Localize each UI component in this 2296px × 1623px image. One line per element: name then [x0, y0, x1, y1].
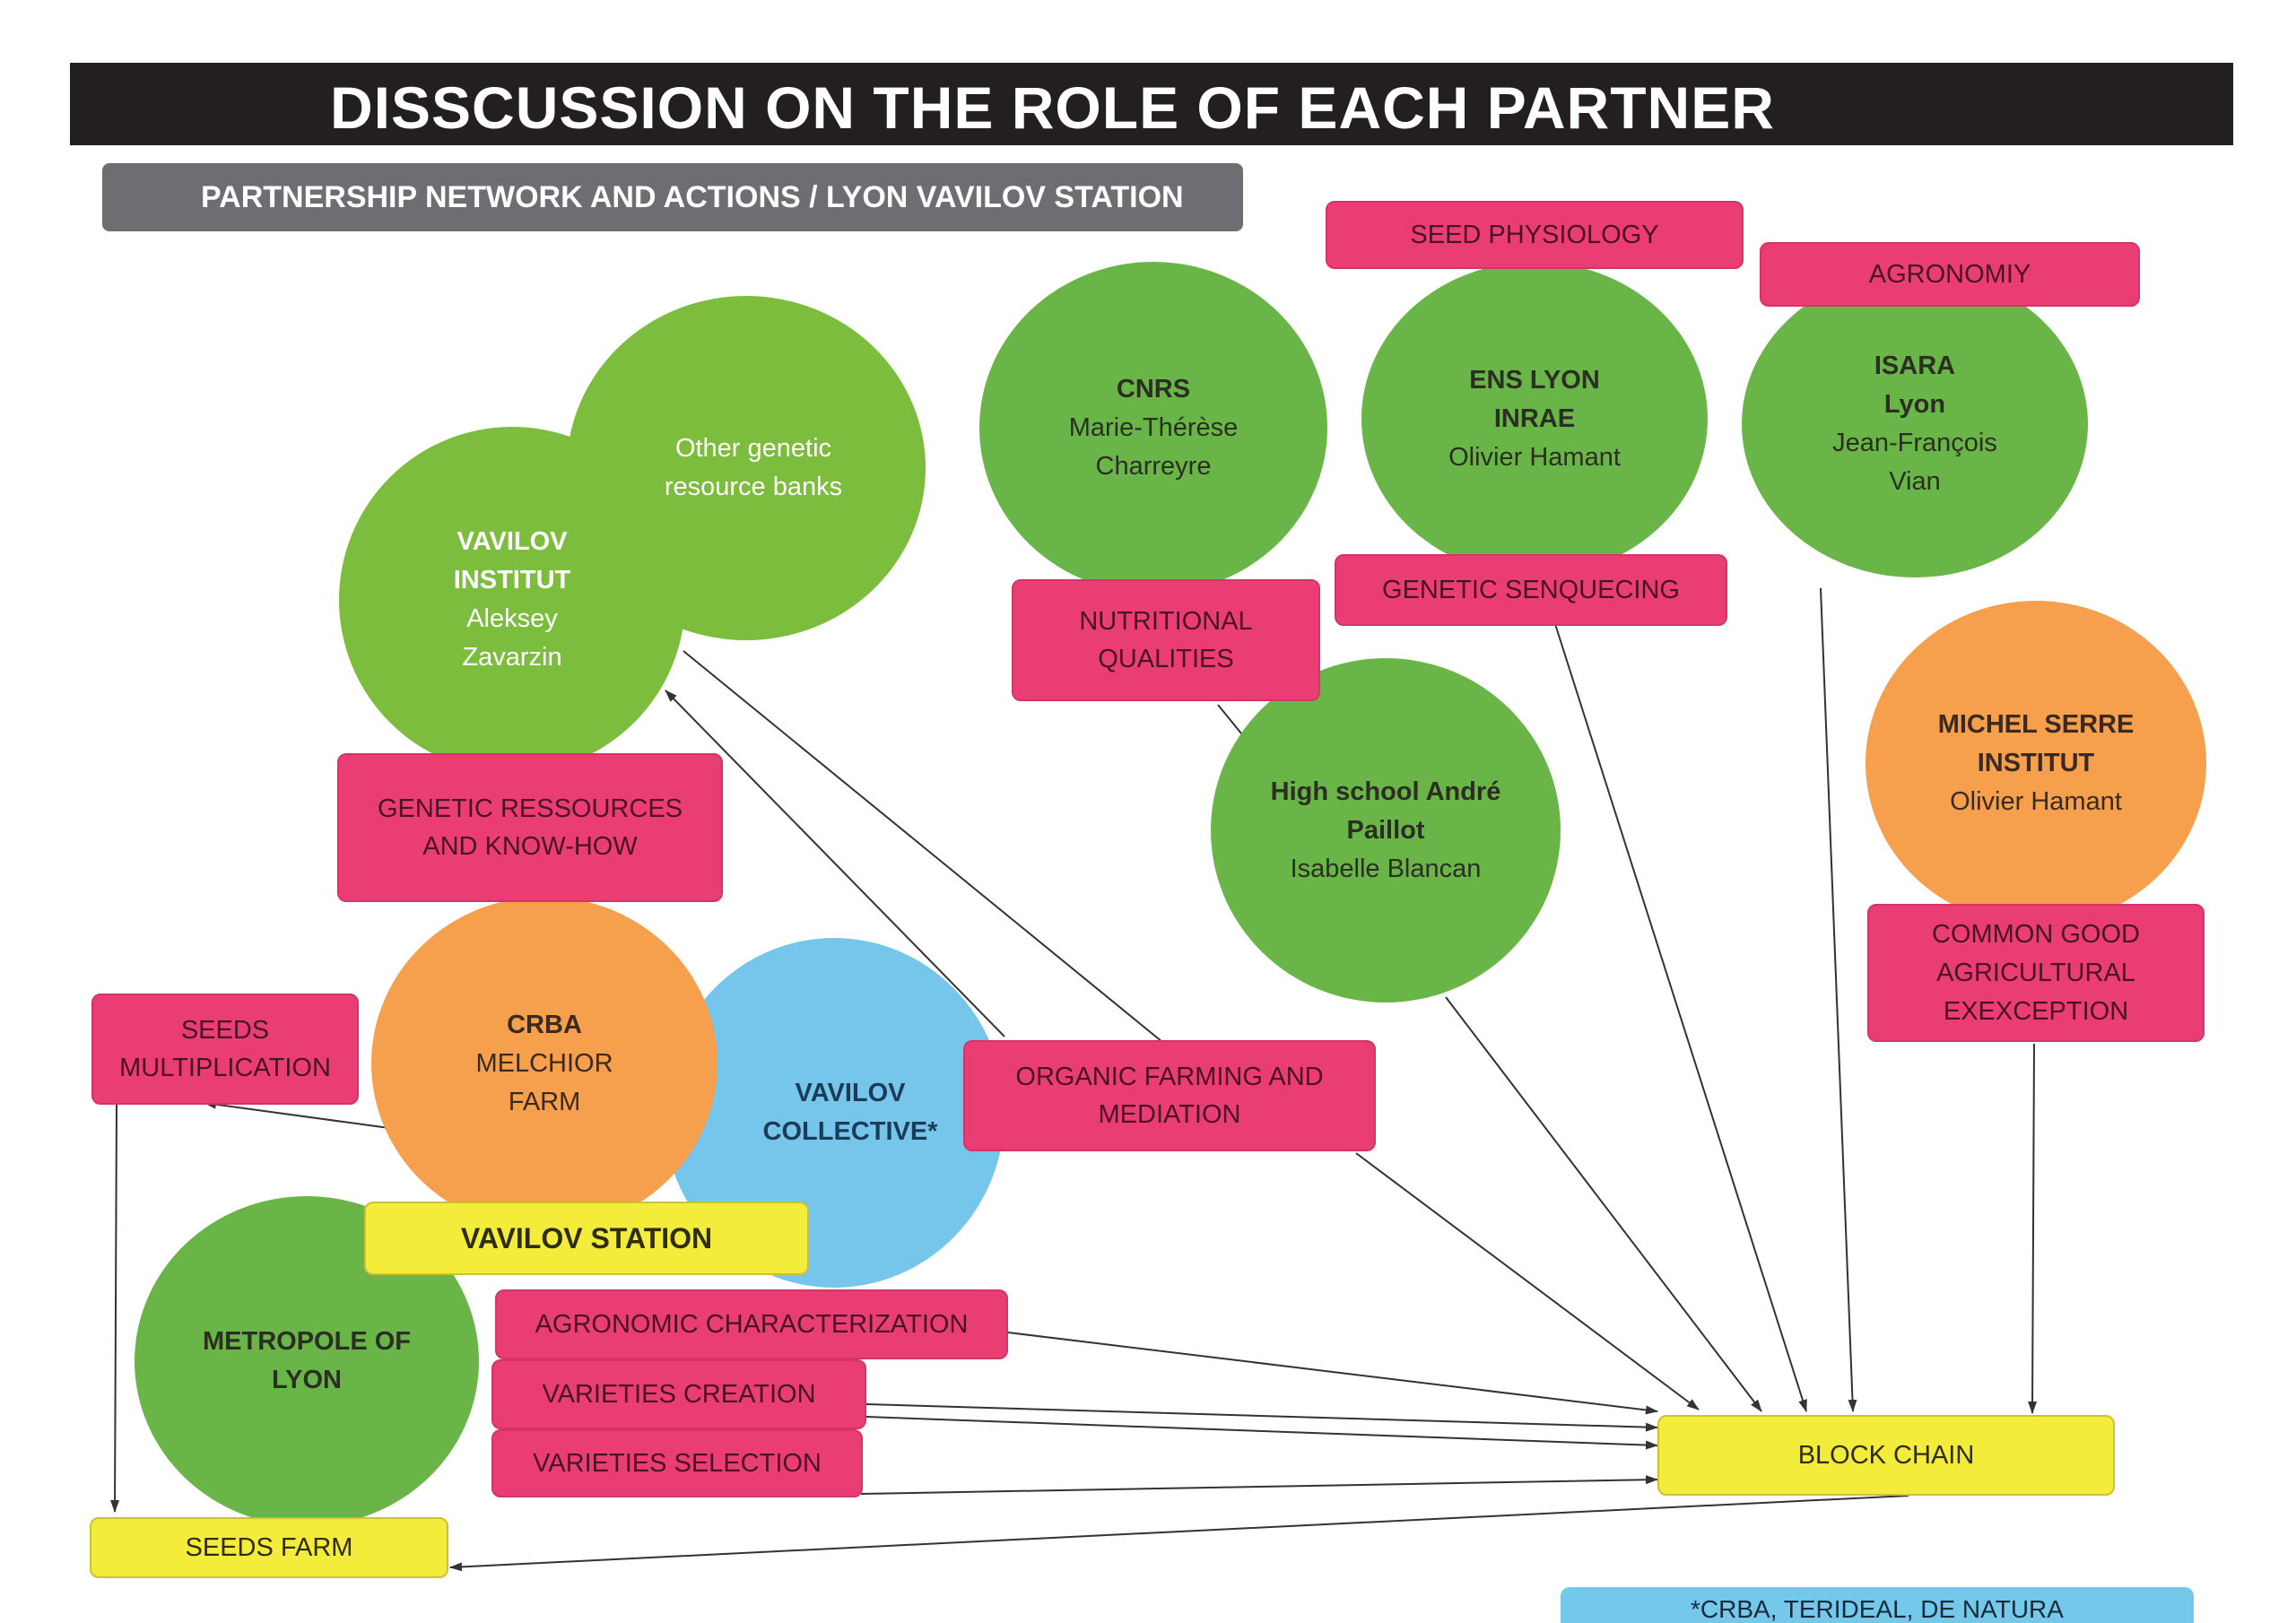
edge-isara-to-blockchain: [1820, 587, 1857, 1412]
subtitle-bar: PARTNERSHIP NETWORK AND ACTIONS / LYON V…: [102, 163, 1243, 231]
varieties-creation-box: VARIETIES CREATION: [491, 1359, 866, 1429]
vavilov-institut-person-1: Aleksey: [466, 604, 558, 633]
common-good-box: COMMON GOOD AGRICULTURAL EXEXCEPTION: [1867, 904, 2205, 1042]
cnrs-person-2: Charreyre: [1095, 451, 1212, 481]
vavilov-collective-name-2: COLLECTIVE*: [762, 1117, 938, 1146]
metropole-circle: METROPOLE OF LYON: [135, 1196, 479, 1526]
high-school-circle: High school André Paillot Isabelle Blanc…: [1211, 658, 1561, 1002]
organic-farming-label-1: ORGANIC FARMING AND: [1015, 1063, 1324, 1091]
edge-highschool-to-blockchain: [1445, 996, 1762, 1412]
isara-name-2: Lyon: [1883, 390, 1946, 419]
common-good-label-2: AGRICULTURAL: [1936, 958, 2135, 987]
other-banks-label-2: resource banks: [664, 473, 843, 501]
genetic-sequencing-box: GENETIC SENQUECING: [1335, 554, 1727, 626]
isara-person-2: Vian: [1889, 467, 1941, 496]
organic-farming-box: ORGANIC FARMING AND MEDIATION: [963, 1040, 1376, 1151]
nutritional-qualities-box: NUTRITIONAL QUALITIES: [1012, 579, 1320, 701]
edge-organic-to-vavilov-institut-2: [683, 650, 1163, 1043]
cnrs-name: CNRS: [1116, 374, 1191, 404]
organic-farming-label-2: MEDIATION: [1098, 1100, 1241, 1129]
vavilov-station-box: VAVILOV STATION: [364, 1202, 809, 1275]
edge-blockchain-to-seedsfarm: [449, 1495, 1909, 1572]
seeds-multiplication-label-2: MULTIPLICATION: [119, 1054, 331, 1082]
title-bar: DISSCUSSION ON THE ROLE OF EACH PARTNER: [70, 63, 2233, 145]
edge-creation-to-blockchain-2: [865, 1416, 1658, 1450]
cnrs-person-1: Marie-Thérèse: [1068, 412, 1239, 442]
common-good-label-1: COMMON GOOD: [1932, 919, 2140, 949]
cnrs-circle: CNRS Marie-Thérèse Charreyre: [979, 262, 1327, 594]
other-banks-circle: Other genetic resource banks: [567, 296, 926, 640]
high-school-name-2: Paillot: [1346, 815, 1425, 845]
high-school-person: Isabelle Blancan: [1290, 854, 1482, 883]
crba-name-3: FARM: [508, 1087, 581, 1116]
isara-name-1: ISARA: [1874, 352, 1956, 380]
michel-serre-person: Olivier Hamant: [1950, 786, 2122, 816]
high-school-name-1: High school André: [1270, 777, 1501, 806]
michel-serre-name-2: INSTITUT: [1977, 748, 2095, 777]
edge-organic-to-vavilov-institut: [665, 690, 1005, 1037]
varieties-selection-box: VARIETIES SELECTION: [491, 1429, 863, 1497]
agronomic-characterization-box: AGRONOMIC CHARACTERIZATION: [495, 1289, 1008, 1359]
crba-name-1: CRBA: [507, 1010, 582, 1039]
metropole-name-1: METROPOLE OF: [203, 1327, 411, 1356]
michel-serre-name-1: MICHEL SERRE: [1937, 709, 2135, 739]
vavilov-institut-name-1: VAVILOV: [457, 527, 568, 556]
michel-serre-circle: MICHEL SERRE INSTITUT Olivier Hamant: [1866, 601, 2206, 925]
edge-commongood-to-blockchain: [2028, 1043, 2038, 1414]
nutritional-qualities-label-2: QUALITIES: [1098, 645, 1234, 673]
block-chain-box: BLOCK CHAIN: [1657, 1415, 2115, 1496]
isara-person-1: Jean-François: [1832, 429, 1997, 457]
nutritional-qualities-label-1: NUTRITIONAL: [1079, 607, 1253, 636]
edge-seeds-multiplication-to-seedsfarm: [110, 1104, 120, 1513]
genetic-resources-label-1: GENETIC RESSOURCES: [378, 794, 683, 823]
seeds-multiplication-label-1: SEEDS: [180, 1016, 270, 1045]
common-good-label-3: EXEXCEPTION: [1943, 996, 2129, 1026]
seeds-farm-box: SEEDS FARM: [90, 1517, 448, 1578]
seeds-multiplication-box: SEEDS MULTIPLICATION: [91, 994, 359, 1105]
vavilov-institut-name-2: INSTITUT: [453, 566, 571, 595]
edge-selection-to-blockchain: [860, 1475, 1658, 1495]
ens-lyon-name-1: ENS LYON: [1469, 365, 1600, 395]
footnote-box: *CRBA, TERIDEAL, DE NATURA: [1561, 1587, 2194, 1623]
edge-organic-to-blockchain: [1355, 1152, 1700, 1410]
crba-circle: CRBA MELCHIOR FARM: [371, 897, 718, 1230]
edge-nutritional-to-highschool: [1217, 704, 1242, 734]
isara-circle: ISARA Lyon Jean-François Vian: [1742, 271, 2088, 577]
edge-genetic-seq-to-blockchain: [1554, 623, 1807, 1412]
edge-creation-to-blockchain: [865, 1403, 1658, 1432]
page-title: DISSCUSSION ON THE ROLE OF EACH PARTNER: [330, 74, 1775, 141]
other-banks-label-1: Other genetic: [674, 434, 832, 463]
edge-characterization-to-blockchain: [1007, 1332, 1658, 1415]
ens-lyon-person: Olivier Hamant: [1448, 442, 1621, 472]
crba-name-2: MELCHIOR: [475, 1048, 613, 1078]
seed-physiology-box: SEED PHYSIOLOGY: [1326, 201, 1744, 269]
ens-lyon-circle: ENS LYON INRAE Olivier Hamant: [1361, 262, 1708, 576]
metropole-name-2: LYON: [272, 1366, 342, 1394]
vavilov-collective-name-1: VAVILOV: [795, 1079, 906, 1107]
edge-crba-to-seeds-multiplication: [204, 1099, 390, 1129]
ens-lyon-name-2: INRAE: [1493, 404, 1576, 433]
genetic-resources-label-2: AND KNOW-HOW: [422, 832, 638, 861]
genetic-resources-box: GENETIC RESSOURCES AND KNOW-HOW: [337, 753, 723, 902]
agronomiy-box: AGRONOMIY: [1760, 242, 2140, 307]
vavilov-institut-circle: VAVILOV INSTITUT Aleksey Zavarzin: [339, 427, 685, 773]
vavilov-institut-person-2: Zavarzin: [462, 643, 562, 672]
